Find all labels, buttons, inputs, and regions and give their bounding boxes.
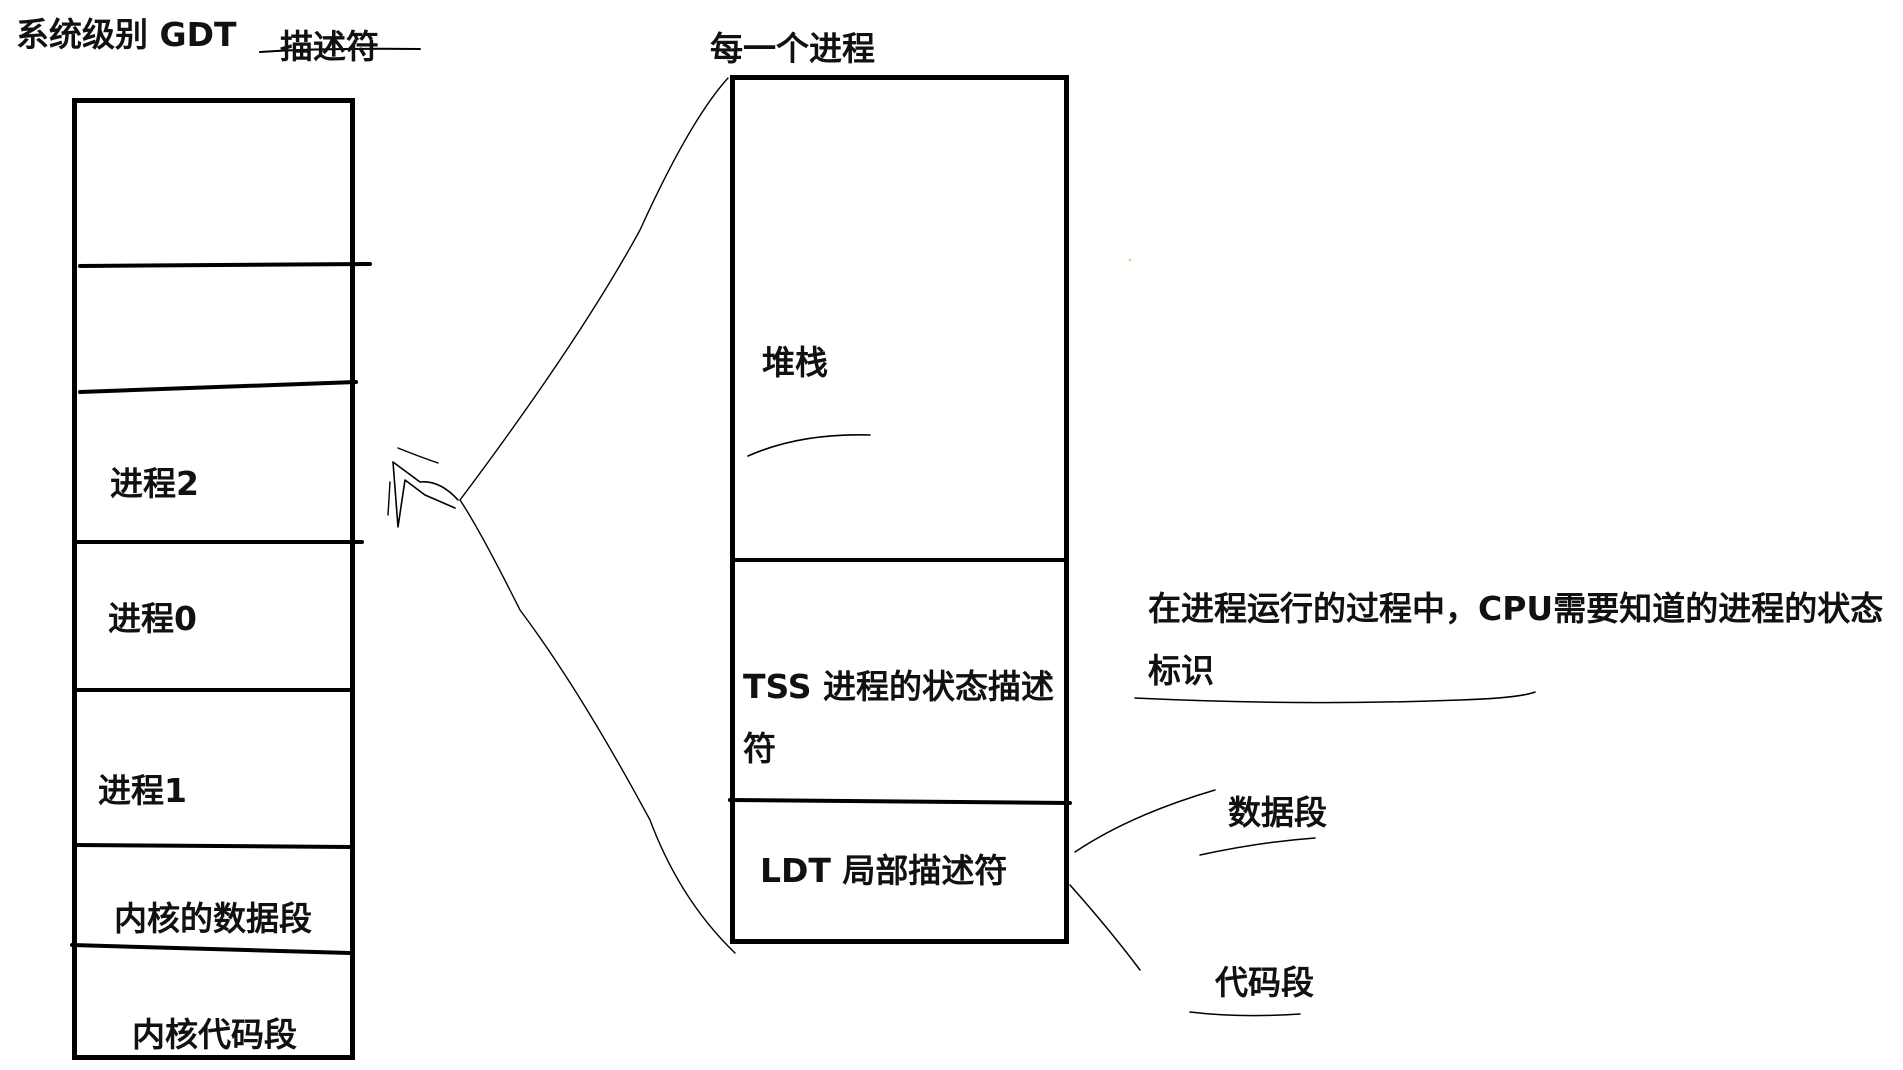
arrowhead-tick — [387, 481, 391, 516]
connector-upper — [459, 77, 729, 501]
gdt-row-process-0: 进程0 — [108, 599, 197, 638]
data-segment-underline — [1199, 837, 1316, 856]
branch-code-segment — [1069, 884, 1141, 971]
gdt-row-process-1: 进程1 — [98, 771, 187, 810]
ldt-data-segment: 数据段 — [1228, 793, 1327, 832]
arrowhead — [392, 461, 459, 528]
gdt-row-kernel-data-segment: 内核的数据段 — [114, 899, 312, 938]
process-ldt: LDT 局部描述符 — [760, 851, 1008, 890]
cpu-state-note: 在进程运行的过程中，CPU需要知道的进程的状态标识 — [1148, 589, 1884, 690]
process-structure — [730, 75, 1069, 944]
code-segment-underline — [1189, 1011, 1301, 1017]
gdt-title-suffix: 描述符 — [280, 27, 379, 66]
arrowhead-tick — [397, 447, 439, 464]
gdt-divider — [78, 262, 372, 268]
process-divider — [728, 798, 1072, 805]
note-underline — [1134, 691, 1536, 704]
process-stack: 堆栈 — [762, 343, 828, 382]
gdt-table — [72, 98, 355, 1060]
gdt-title: 系统级别 GDT — [16, 15, 237, 54]
speck — [1128, 258, 1132, 262]
gdt-divider — [72, 843, 352, 849]
ldt-code-segment: 代码段 — [1215, 963, 1314, 1002]
process-tss: TSS 进程的状态描述符 — [743, 667, 1055, 768]
title-underline — [259, 47, 421, 53]
process-title: 每一个进程 — [710, 29, 875, 68]
gdt-row-kernel-code-segment: 内核代码段 — [132, 1015, 297, 1054]
stack-squiggle — [747, 434, 871, 457]
gdt-row-process-2: 进程2 — [110, 464, 199, 503]
connector-lower — [459, 499, 736, 954]
branch-data-segment — [1074, 789, 1216, 853]
gdt-divider — [70, 943, 352, 955]
gdt-divider — [78, 380, 358, 394]
